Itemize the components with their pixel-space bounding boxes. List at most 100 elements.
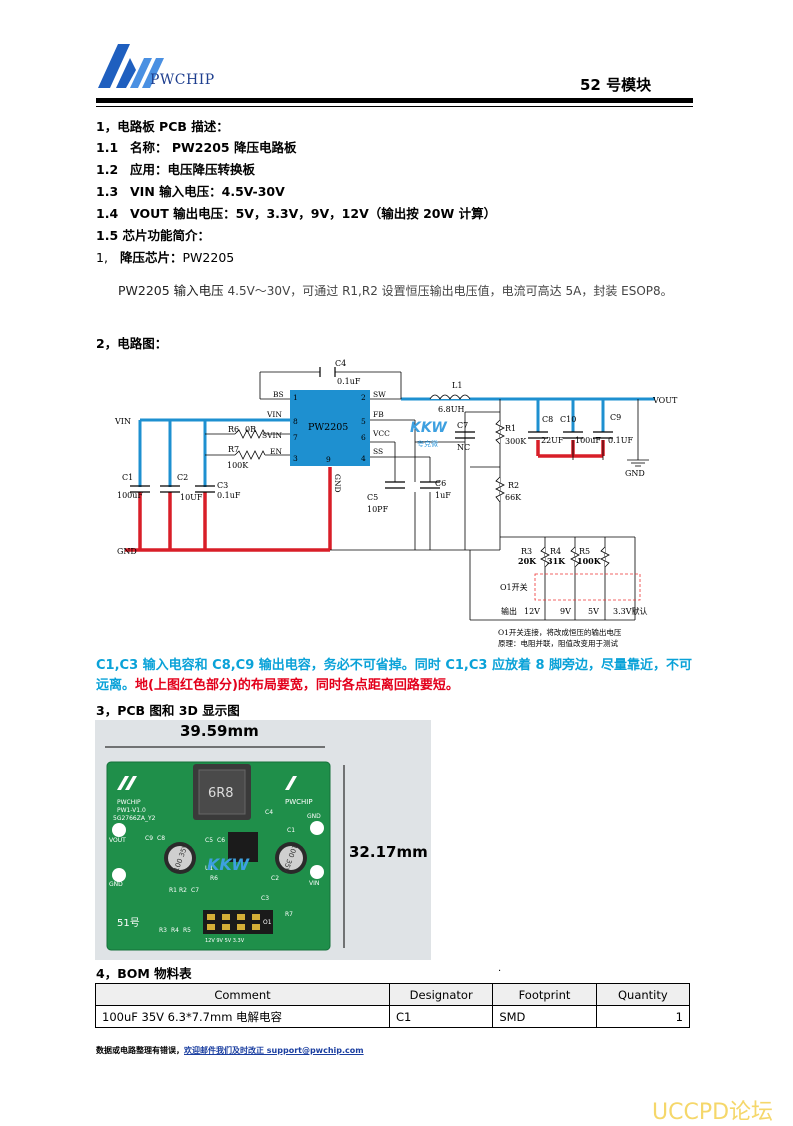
bom-header-footprint: Footprint	[492, 983, 597, 1006]
pcb-photo: 6R8 100 35V 100 35V PWCHIP PW1-V1.0 5G27…	[95, 720, 431, 960]
module-title: 52 号模块	[580, 76, 652, 94]
silk-u1: U1	[205, 865, 213, 872]
c5-value: 10PF	[367, 505, 389, 514]
pin-8-num: 8	[293, 417, 298, 426]
switch-note-1: O1开关连接，将改成恒压的输出电压	[498, 627, 622, 637]
output-12v: 12V	[524, 607, 540, 616]
section-3-title: 3，PCB 图和 3D 显示图	[96, 703, 240, 718]
silk-c6: C6	[217, 837, 225, 844]
silk-c4: C4	[265, 809, 273, 816]
pcb-kkw-watermark: KKW	[207, 855, 250, 874]
pcb-board-illustration: 6R8 100 35V 100 35V PWCHIP PW1-V1.0 5G27…	[105, 746, 345, 951]
pcb-height-dimension: 32.17mm	[349, 843, 428, 861]
section-1-title: 1，电路板 PCB 描述：	[96, 119, 229, 134]
table-row: 100uF 35V 6.3*7.7mm 电解电容 C1 SMD 1	[95, 1005, 691, 1028]
c6-value: 1uF	[435, 491, 451, 500]
c2-label: C2	[177, 473, 188, 482]
silk-c7: C7	[191, 887, 199, 894]
kkw-watermark-sub: 夸克微	[417, 439, 438, 448]
gnd-symbol-label: GND	[625, 469, 645, 478]
chip-gnd-label: GND	[333, 474, 342, 493]
bom-cell-comment: 100uF 35V 6.3*7.7mm 电解电容	[95, 1005, 390, 1028]
c8-label: C8	[542, 415, 553, 424]
pin-1-num: 1	[293, 393, 298, 402]
pin-en-label: EN	[270, 447, 282, 456]
board-brand-left: PWCHIP	[117, 799, 141, 806]
stray-dot: .	[498, 963, 502, 974]
r3-label: R3	[521, 547, 532, 556]
board-version: PW1-V1.0	[117, 807, 146, 814]
r6-value: 0R	[245, 425, 257, 434]
vin-label: VIN	[114, 417, 131, 426]
c3-label: C3	[217, 481, 228, 490]
inductor-label: 6R8	[208, 786, 234, 801]
bom-table: Comment Designator Footprint Quantity 10…	[95, 983, 691, 1028]
c1-label: C1	[122, 473, 133, 482]
gnd-label: GND	[117, 547, 137, 556]
pin-bs-label: BS	[273, 390, 284, 399]
silk-o1: O1	[263, 919, 272, 926]
bom-cell-quantity: 1	[595, 1005, 691, 1028]
switch-label: O1开关	[500, 582, 528, 592]
output-label: 输出	[501, 606, 517, 616]
kkw-watermark: KKW	[410, 420, 447, 436]
r1-label: R1	[505, 424, 516, 433]
pcb-width-dimension: 39.59mm	[180, 722, 259, 740]
c3-value: 0.1uF	[217, 491, 241, 500]
r6-label: R6	[228, 425, 239, 434]
r2-value: 66K	[505, 493, 522, 502]
bom-header-row: Comment Designator Footprint Quantity	[95, 983, 691, 1006]
silk-gnd-left: GND	[109, 881, 123, 888]
footer-email-link[interactable]: 欢迎邮件我们及时改正 support@pwchip.com	[184, 1046, 364, 1055]
logo-mark-icon	[98, 44, 164, 88]
silk-c2: C2	[271, 875, 279, 882]
pin-5-num: 5	[361, 417, 366, 426]
pin-svin-label: SVIN	[262, 431, 283, 440]
silk-vout: VOUT	[109, 837, 126, 844]
pin-ss-label: SS	[373, 447, 383, 456]
silk-r5: R5	[183, 927, 191, 934]
r3-value: 20K	[518, 556, 537, 566]
r7-value: 100K	[227, 461, 249, 470]
chip-description: PW2205 输入电压 4.5V～30V，可通过 R1,R2 设置恒压输出电压值…	[118, 283, 673, 298]
silk-r2: R2	[179, 887, 187, 894]
r5-label: R5	[579, 547, 590, 556]
pin-vin-label: VIN	[266, 410, 282, 419]
output-3v3: 3.3V默认	[613, 606, 648, 616]
c2-value: 10UF	[180, 493, 203, 502]
r7-label: R7	[228, 445, 239, 454]
silk-output-options: 12V 9V 5V 3.3V	[205, 938, 245, 944]
vout-label: VOUT	[652, 396, 678, 405]
c9-value: 0.1UF	[608, 436, 633, 445]
pin-sw-label: SW	[373, 390, 386, 399]
r1-value: 300K	[505, 437, 527, 446]
c1-value: 100uF	[117, 491, 143, 500]
c10-label: C10	[560, 415, 576, 424]
pin-3-num: 3	[293, 454, 298, 463]
c8-value: 22UF	[541, 436, 564, 445]
layout-note: C1,C3 输入电容和 C8,C9 输出电容，务必不可省掉。同时 C1,C3 应…	[96, 658, 693, 693]
bom-cell-footprint: SMD	[492, 1005, 597, 1028]
silk-r6: R6	[210, 875, 218, 882]
pin-6-num: 6	[361, 433, 366, 442]
output-5v: 5V	[588, 607, 599, 616]
board-number: 51号	[117, 917, 140, 929]
c4-value: 0.1uF	[337, 377, 361, 386]
brand-logo	[96, 40, 166, 90]
header-rule-thick	[96, 98, 693, 103]
r5-value: 100K	[577, 556, 602, 566]
silk-c5: C5	[205, 837, 213, 844]
r2-label: R2	[508, 481, 519, 490]
bom-header-designator: Designator	[388, 983, 494, 1006]
pin-vcc-label: VCC	[372, 429, 390, 438]
r4-value: 31K	[547, 556, 566, 566]
chip-name: PW2205	[308, 422, 348, 433]
header-rule-thin	[96, 106, 693, 107]
silk-c3: C3	[261, 895, 269, 902]
l1-value: 6.8UH	[438, 405, 464, 414]
bom-cell-designator: C1	[388, 1005, 494, 1028]
